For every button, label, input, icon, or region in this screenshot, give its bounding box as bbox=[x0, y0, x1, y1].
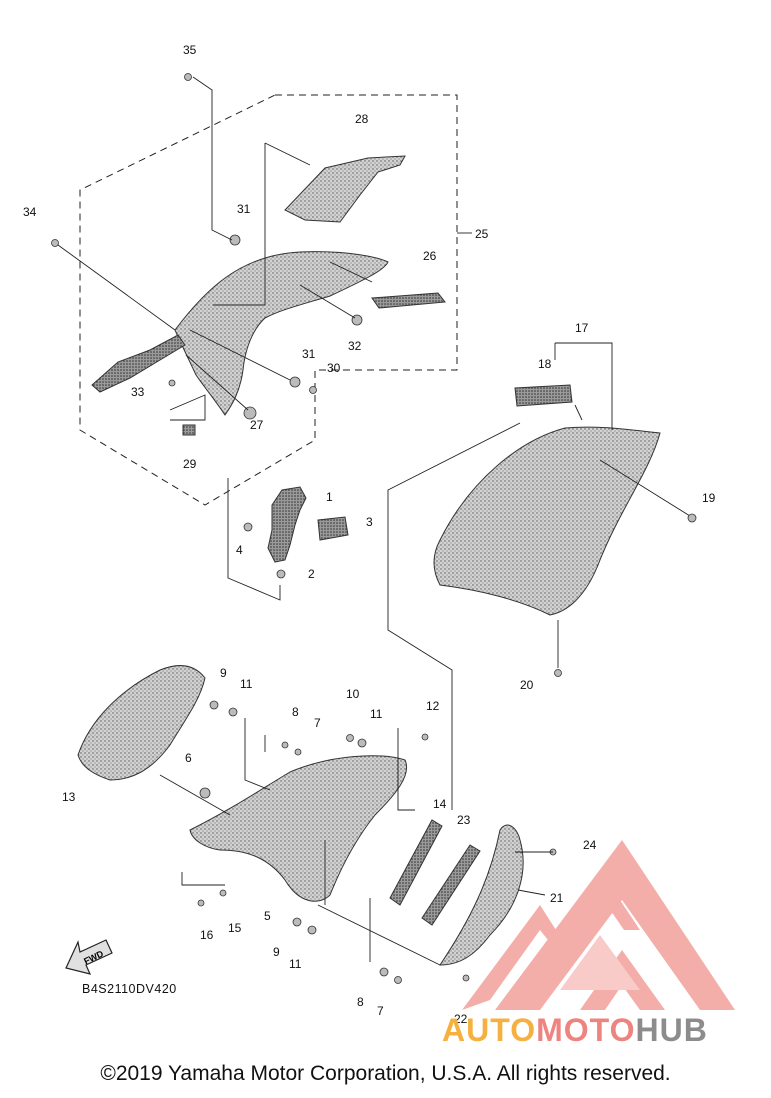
callout-21: 21 bbox=[550, 891, 564, 905]
callout-13: 13 bbox=[62, 790, 76, 804]
upper-cowl-rail bbox=[91, 334, 186, 393]
callout-5: 5 bbox=[264, 909, 271, 923]
callout-17: 17 bbox=[575, 321, 589, 335]
copyright-notice: ©2019 Yamaha Motor Corporation, U.S.A. A… bbox=[100, 1062, 671, 1085]
side-cowl-17 bbox=[433, 426, 661, 616]
callout-31a: 31 bbox=[237, 202, 251, 216]
leader-lines-upper bbox=[57, 76, 373, 421]
bolt-34 bbox=[51, 239, 59, 247]
callout-33: 33 bbox=[131, 385, 145, 399]
upper-cowl-part bbox=[174, 251, 389, 416]
callout-25: 25 bbox=[475, 227, 489, 241]
callout-labels: 35 28 34 31 25 26 32 31 30 33 27 29 17 1… bbox=[23, 43, 716, 1026]
callout-9b: 9 bbox=[273, 945, 280, 959]
watermark-moto: MOTO bbox=[536, 1012, 636, 1048]
callout-2: 2 bbox=[308, 567, 315, 581]
duct-13 bbox=[77, 665, 206, 781]
strip-23 bbox=[421, 844, 481, 926]
callout-10: 10 bbox=[346, 687, 360, 701]
callout-14: 14 bbox=[433, 797, 447, 811]
callout-35: 35 bbox=[183, 43, 197, 57]
callout-8b: 8 bbox=[357, 995, 364, 1009]
callout-22: 22 bbox=[454, 1012, 468, 1026]
bolt-4 bbox=[243, 522, 253, 532]
nut-31b bbox=[289, 376, 301, 388]
bolt-20 bbox=[554, 669, 562, 677]
panel-28 bbox=[284, 155, 406, 223]
strip-14 bbox=[389, 819, 443, 906]
callout-32: 32 bbox=[348, 339, 362, 353]
callout-12: 12 bbox=[426, 699, 440, 713]
callout-6: 6 bbox=[185, 751, 192, 765]
callout-16: 16 bbox=[200, 928, 214, 942]
watermark-logo bbox=[462, 840, 735, 1010]
panel-18 bbox=[514, 384, 573, 407]
callout-20: 20 bbox=[520, 678, 534, 692]
strip-26 bbox=[371, 292, 446, 309]
side-leader bbox=[387, 422, 521, 810]
pad-3 bbox=[317, 516, 349, 541]
lower-hardware bbox=[197, 700, 557, 984]
pad-29 bbox=[182, 424, 196, 436]
callout-9a: 9 bbox=[220, 666, 227, 680]
screw-30 bbox=[309, 386, 317, 394]
callout-28: 28 bbox=[355, 112, 369, 126]
callout-7b: 7 bbox=[377, 1004, 384, 1018]
bolt-35 bbox=[184, 73, 192, 81]
leader-lines-lower bbox=[159, 718, 553, 966]
bracket-leader bbox=[227, 478, 281, 601]
grommet-27 bbox=[243, 406, 257, 420]
callout-8a: 8 bbox=[292, 705, 299, 719]
nut-31a bbox=[229, 234, 241, 246]
clip-2 bbox=[276, 569, 286, 579]
callout-31b: 31 bbox=[302, 347, 316, 361]
callout-15: 15 bbox=[228, 921, 242, 935]
callout-4: 4 bbox=[236, 543, 243, 557]
callout-1: 1 bbox=[326, 490, 333, 504]
bolt-19 bbox=[687, 513, 697, 523]
washer-33 bbox=[168, 379, 176, 387]
callout-29: 29 bbox=[183, 457, 197, 471]
callout-3: 3 bbox=[366, 515, 373, 529]
callout-34: 34 bbox=[23, 205, 37, 219]
watermark-auto: AUTO bbox=[442, 1012, 537, 1048]
callout-30: 30 bbox=[327, 361, 341, 375]
diagram-code: B4S2110DV420 bbox=[82, 982, 177, 996]
callout-26: 26 bbox=[423, 249, 437, 263]
fwd-arrow: FWD bbox=[65, 939, 113, 975]
callout-24: 24 bbox=[583, 838, 597, 852]
watermark-hub: HUB bbox=[635, 1012, 708, 1048]
bracket-1 bbox=[267, 486, 307, 563]
callout-11c: 11 bbox=[289, 957, 302, 971]
panel-21 bbox=[439, 824, 524, 966]
lower-frame-5 bbox=[189, 755, 407, 902]
callout-7a: 7 bbox=[314, 716, 321, 730]
watermark-text: AUTOMOTOHUB bbox=[442, 1012, 708, 1049]
clip-32 bbox=[351, 314, 363, 326]
callout-23: 23 bbox=[457, 813, 471, 827]
callout-19: 19 bbox=[702, 491, 716, 505]
callout-27: 27 bbox=[250, 418, 264, 432]
callout-11a: 11 bbox=[240, 677, 253, 691]
callout-18: 18 bbox=[538, 357, 552, 371]
callout-11b: 11 bbox=[370, 707, 383, 721]
